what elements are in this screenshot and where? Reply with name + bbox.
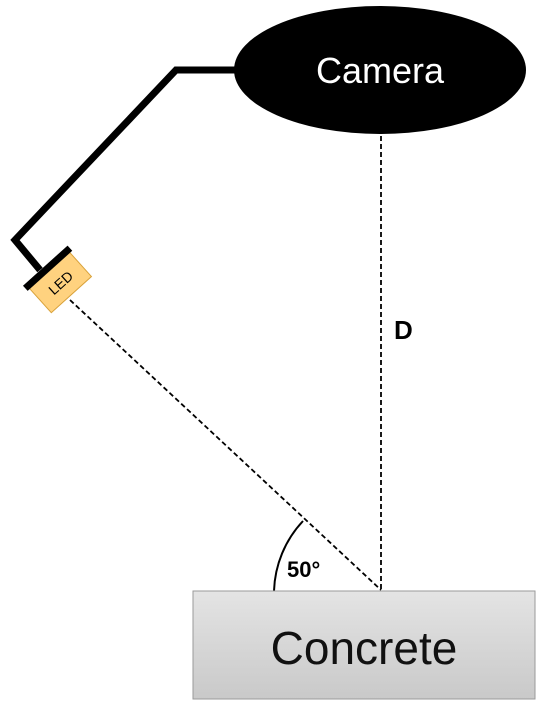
concrete-block: [192, 590, 536, 700]
concrete-label: Concrete: [271, 622, 458, 674]
mounting-arm: [10, 66, 240, 273]
angle-label: 50°: [287, 557, 320, 582]
camera-label: Camera: [316, 50, 445, 91]
led-mount-bar: [22, 245, 73, 291]
light-path-line: [69, 299, 382, 591]
led-module: LED: [22, 245, 93, 314]
angle-arc: [273, 520, 304, 592]
distance-label: D: [394, 315, 413, 345]
camera-body: [234, 6, 526, 134]
